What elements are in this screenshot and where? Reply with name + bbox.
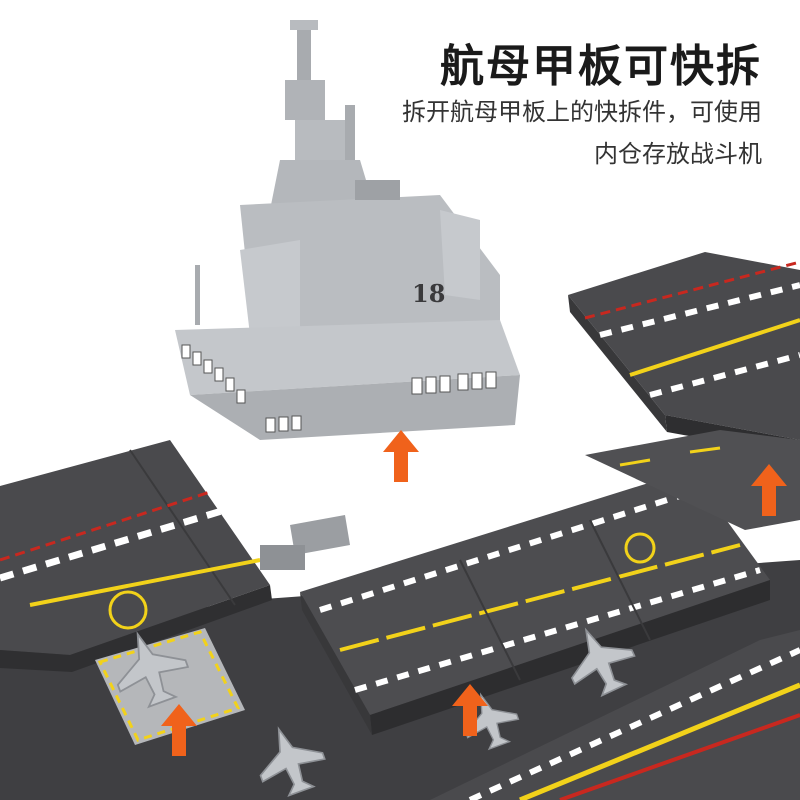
arrow-up-icon [383, 430, 419, 482]
deck-panel-far-right [585, 430, 800, 530]
hull-number: 18 [412, 279, 445, 308]
elevator-panel [95, 628, 245, 745]
island-superstructure: 18 [175, 20, 520, 440]
deck-panel-left [0, 440, 272, 672]
deck-marking-circle-icon [108, 590, 148, 630]
headline-description-line-2: 内仓存放战斗机 [594, 140, 762, 168]
deck-marking-3-icon [624, 532, 656, 564]
deck-panel-right [568, 252, 800, 456]
headline-title: 航母甲板可快拆 [440, 41, 762, 92]
deck-block [260, 515, 350, 570]
deck-panel-lower-right [430, 630, 800, 800]
headline-description-line-1: 拆开航母甲板上的快拆件，可使用 [402, 98, 762, 126]
